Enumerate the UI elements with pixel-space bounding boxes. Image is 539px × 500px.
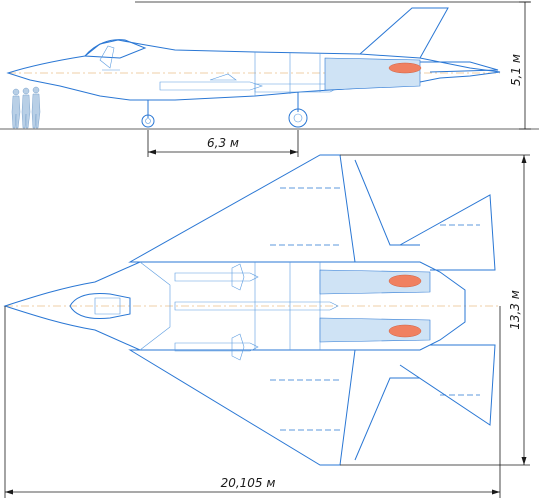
nose-wheel-hub — [145, 118, 151, 124]
side-store-1 — [159, 81, 263, 91]
top-cockpit — [94, 297, 121, 315]
top-exhaust-lower — [388, 324, 422, 338]
length-dim-arrow-left — [5, 489, 13, 495]
top-canopy — [69, 292, 131, 320]
side-fuselage — [6, 39, 501, 101]
side-store-fin — [209, 73, 237, 81]
top-store-1-fins — [231, 263, 245, 291]
nose-wheel — [141, 114, 155, 128]
top-store-1 — [174, 272, 259, 282]
side-exhaust-flame — [388, 62, 422, 74]
top-store-3-fins — [231, 333, 245, 361]
lower-wing — [128, 349, 356, 466]
side-view: 5,1 м 6,3 м — [0, 1, 539, 157]
lower-stabilizer — [399, 344, 496, 426]
main-wheel — [288, 108, 308, 128]
bay-dim-arrow-left — [148, 149, 156, 155]
bay-dim-arrow-right — [290, 149, 298, 155]
scale-people — [11, 86, 41, 129]
top-view: 13,3 м 20,105 м — [3, 154, 530, 498]
height-label: 5,1 м — [509, 54, 523, 86]
side-vertical-tail — [359, 7, 449, 59]
top-store-2 — [174, 301, 339, 311]
top-intakes — [139, 261, 171, 351]
bay-length-label: 6,3 м — [207, 136, 239, 150]
side-pilot — [99, 45, 120, 71]
wingspan-label: 13,3 м — [508, 290, 522, 330]
side-horizontal-tail — [410, 61, 499, 73]
main-wheel-hub — [293, 113, 303, 123]
top-exhaust-upper — [388, 274, 422, 288]
top-store-3 — [174, 342, 259, 352]
length-label: 20,105 м — [221, 476, 276, 490]
upper-wing-trailing — [354, 159, 420, 246]
top-fuselage — [3, 261, 466, 351]
span-dim-arrow-bottom — [521, 457, 527, 465]
lower-wing-trailing — [354, 377, 420, 461]
span-dim-arrow-top — [521, 155, 527, 163]
upper-wing — [128, 154, 356, 263]
upper-stabilizer — [399, 194, 496, 271]
side-canopy — [83, 39, 147, 59]
length-dim-arrow-right — [492, 489, 500, 495]
